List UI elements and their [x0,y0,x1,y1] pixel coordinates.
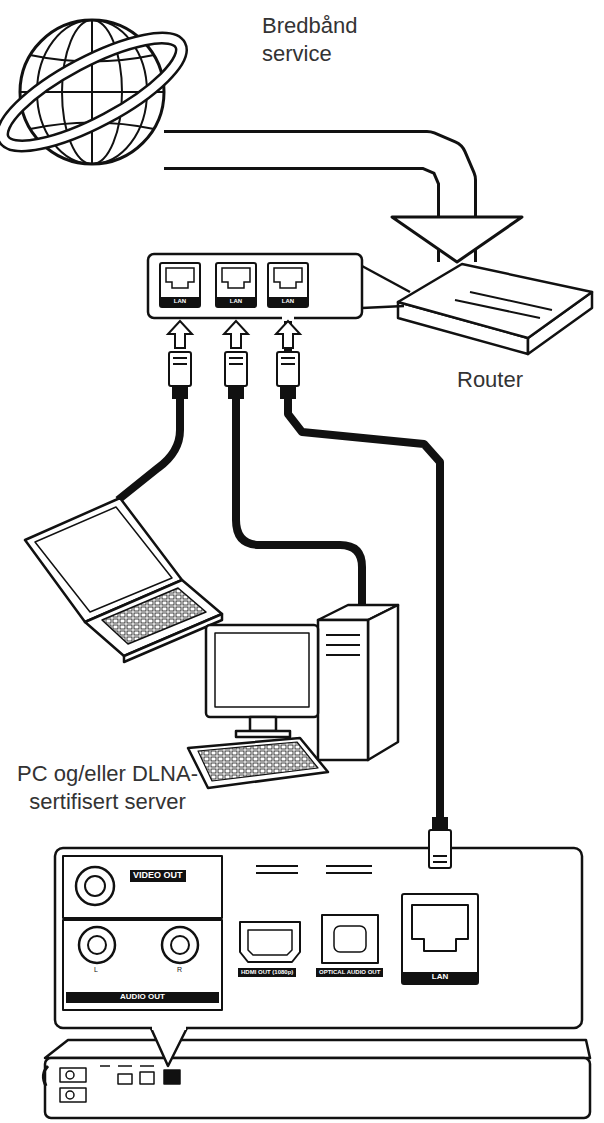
gap [282,309,294,321]
globe-parallel [30,55,154,129]
node-label: Bredbånd service [262,12,374,67]
panel-outline [148,254,362,318]
player [43,1040,590,1118]
optical-port [322,915,378,963]
panel-marks [256,866,372,873]
callout-line [362,266,410,292]
port-label: AUDIO OUT [66,992,219,1003]
back-port [164,1070,180,1084]
arrow-outline [164,150,457,262]
arrowhead [392,217,522,262]
wedge-join [152,1024,186,1030]
video-section [63,856,222,918]
lan-port: LAN [401,893,479,985]
hdmi-port [240,922,300,962]
insert-arrow [168,321,192,348]
keyboard [188,738,328,788]
hdmi-port-inner [248,930,292,955]
rj45-plug [429,830,451,868]
plug-boot [229,386,243,398]
globe-ring-inner [0,19,194,166]
back-port [60,1068,86,1082]
rca-jack [162,927,198,963]
port-label: LAN [403,972,477,983]
laptop-keyboard [102,588,206,644]
rca-jack-inner [88,936,106,954]
router-node: Router [395,262,595,402]
rca-jack-inner [171,936,189,954]
port-label: LAN [269,297,307,306]
tower-side [368,605,398,760]
globe-node: Bredbånd service [20,20,164,164]
network-cable [288,308,453,893]
optical-port-inner [334,926,366,952]
socket-cavity [222,268,250,288]
keyboard-keys [198,742,318,781]
power-cord [43,1066,48,1086]
drive-bay [326,635,360,655]
monitor-stand [250,717,276,731]
node-label: Router [457,366,523,394]
insert-arrow [224,321,248,348]
globe-ring [0,19,194,166]
insert-arrow [276,321,300,348]
back-port [140,1072,154,1084]
socket-cavity [166,268,194,288]
lan-socket [412,905,468,951]
back-port [60,1088,86,1102]
socket-cavity [274,268,302,288]
plug-boot [433,818,447,830]
callout-wedge [150,1026,188,1066]
router-top [398,264,592,338]
port-label: VIDEO OUT [130,870,186,882]
monitor-screen [215,633,309,707]
tower-front [318,620,368,760]
plug-arrows [168,309,300,398]
rca-jack-inner [85,876,105,896]
back-jack [66,1091,74,1099]
player-body [45,1058,590,1118]
player-panel [55,848,582,1066]
audio-section [63,920,222,1010]
broadband-arrow [164,150,522,262]
panel-outline [55,848,582,1028]
network-cable [236,398,362,612]
port-panel [148,254,410,318]
plug-contacts [433,856,447,862]
rj45-socket [166,268,302,288]
channel-label: R [177,966,182,975]
lan-plug [429,818,451,868]
port-label: LAN [161,297,199,306]
back-marks [100,1065,154,1067]
port-label: OPTICAL AUDIO OUT [316,968,383,977]
plug-contacts [173,358,295,364]
globe [0,19,194,166]
server-label: PC og/eller DLNA-sertifisert server [15,760,200,815]
laptop [25,498,222,662]
lan-port: LAN [159,262,201,308]
monitor-foot [236,731,290,737]
router-detail [455,292,552,318]
lan-port: LAN [267,262,309,308]
network-cable [118,398,180,500]
plug-boot [281,386,295,398]
monitor [206,625,318,717]
router [398,264,592,354]
port-label: LAN [217,297,255,306]
channel-label: L [94,966,98,975]
port-label: HDMI OUT (1080p) [238,968,296,977]
callout-line [362,306,404,308]
player-top [45,1040,590,1058]
back-port [118,1074,132,1084]
lan-port: LAN [215,262,257,308]
back-jack [66,1071,74,1079]
rca-jack [76,867,114,905]
arrow-fill [164,150,457,262]
desktop-pc [188,605,398,788]
rca-jack [79,927,115,963]
plug-boot [173,386,187,398]
